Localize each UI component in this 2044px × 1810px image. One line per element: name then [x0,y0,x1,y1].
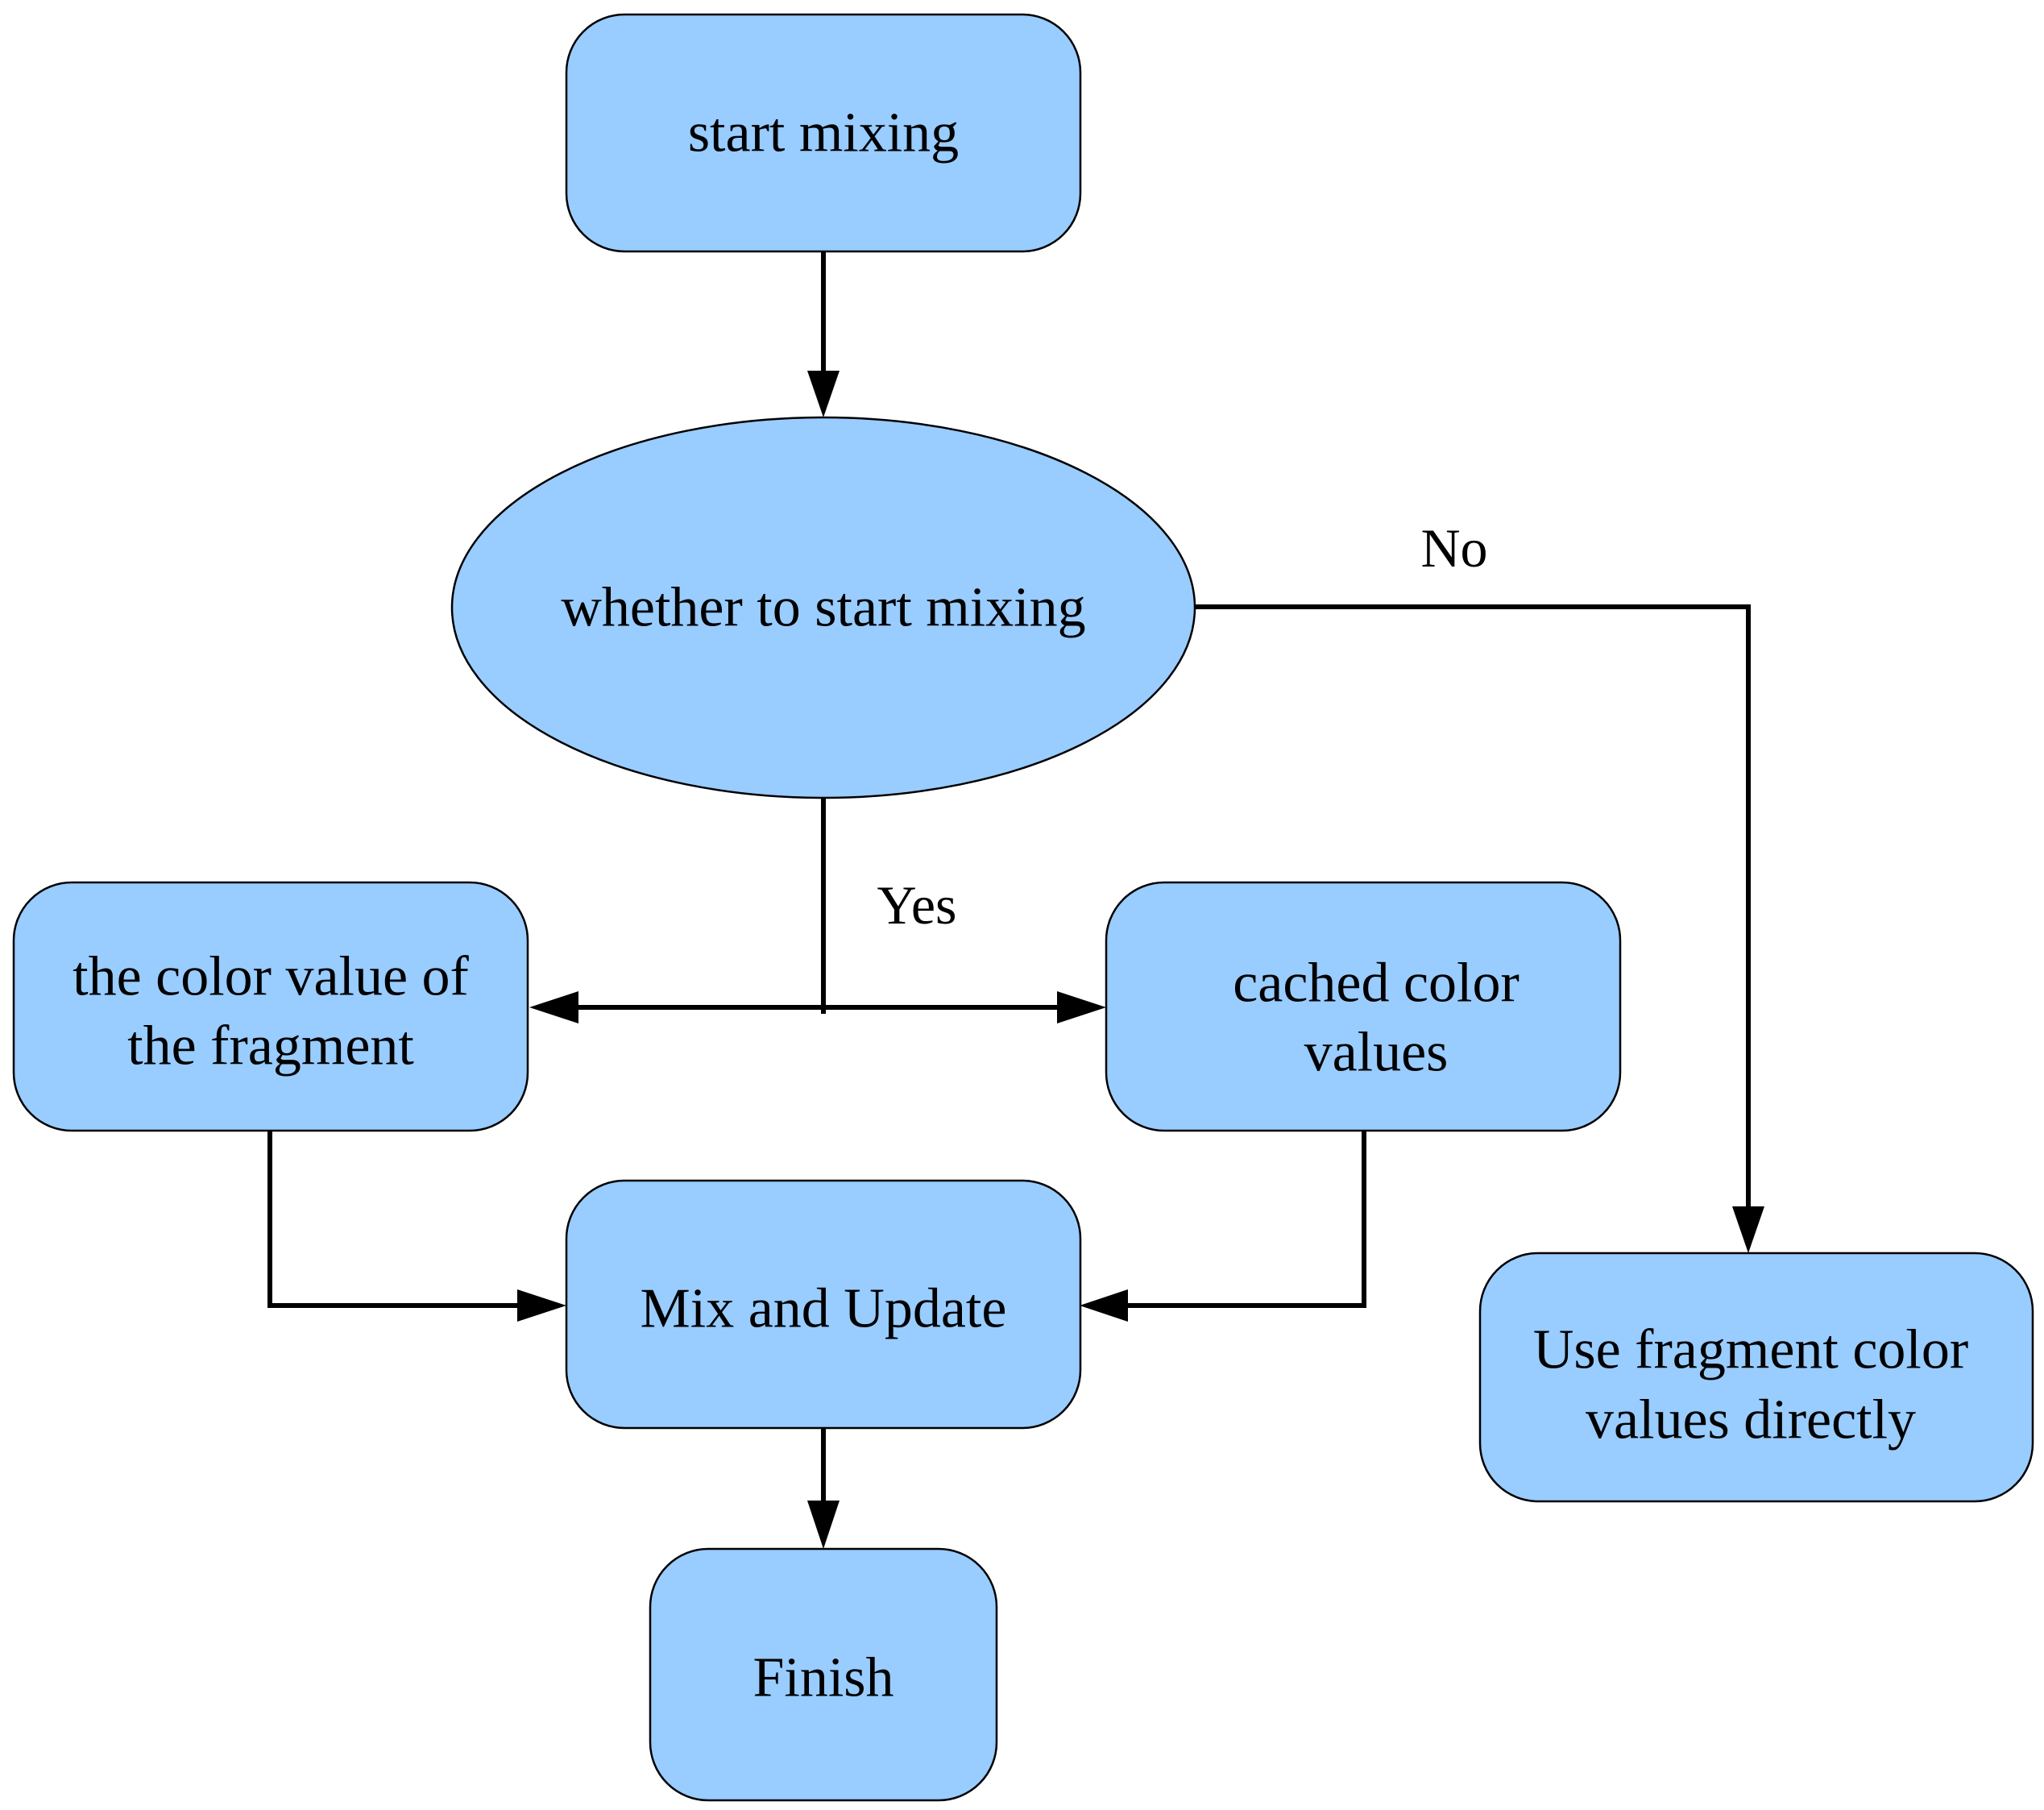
node-mix-update: Mix and Update [565,1179,1082,1430]
arrowhead-fragment-to-mix [517,1289,566,1322]
arrowhead-to-fragment-color [529,991,578,1023]
decision-label: whether to start mixing [561,577,1085,639]
arrowhead-to-cached-color [1057,991,1106,1023]
connectors [267,251,1764,1549]
arrowhead-start-to-decision [807,371,840,417]
node-decision: whether to start mixing [450,416,1196,799]
edge-label-yes: Yes [877,874,957,936]
start-mixing-label: start mixing [688,102,959,164]
edge-label-no: No [1420,517,1487,579]
node-finish: Finish [649,1547,998,1802]
node-start-mixing: start mixing [565,13,1082,253]
mix-update-label: Mix and Update [641,1278,1007,1340]
no-branch-path [1195,604,1751,1213]
node-fragment-color: the color value of the fragment [12,881,529,1132]
cached-color-box [1105,881,1622,1132]
fragment-color-label-line2: the fragment [127,1015,414,1077]
start-mixing-box [565,13,1082,253]
fragment-color-label-line1: the color value of [73,946,469,1008]
mix-update-box [565,1179,1082,1430]
use-fragment-label-line2: values directly [1586,1389,1916,1451]
arrowhead-to-use-fragment [1732,1206,1764,1253]
arrowhead-cached-to-mix [1080,1289,1128,1322]
decision-ellipse [450,416,1196,799]
cached-color-label-line1: cached color [1233,953,1520,1015]
finish-box [649,1547,998,1802]
finish-label: Finish [753,1647,893,1709]
cached-color-label-line2: values [1304,1022,1449,1084]
node-use-fragment: Use fragment color values directly [1478,1252,2034,1503]
arrowhead-mix-to-finish [807,1501,840,1549]
cached-to-mix-path [1122,1131,1366,1308]
fragment-to-mix-path [267,1131,524,1308]
use-fragment-label-line1: Use fragment color [1533,1319,1968,1381]
fragment-color-box [12,881,529,1132]
node-cached-color: cached color values [1105,881,1622,1132]
use-fragment-box [1478,1252,2034,1503]
